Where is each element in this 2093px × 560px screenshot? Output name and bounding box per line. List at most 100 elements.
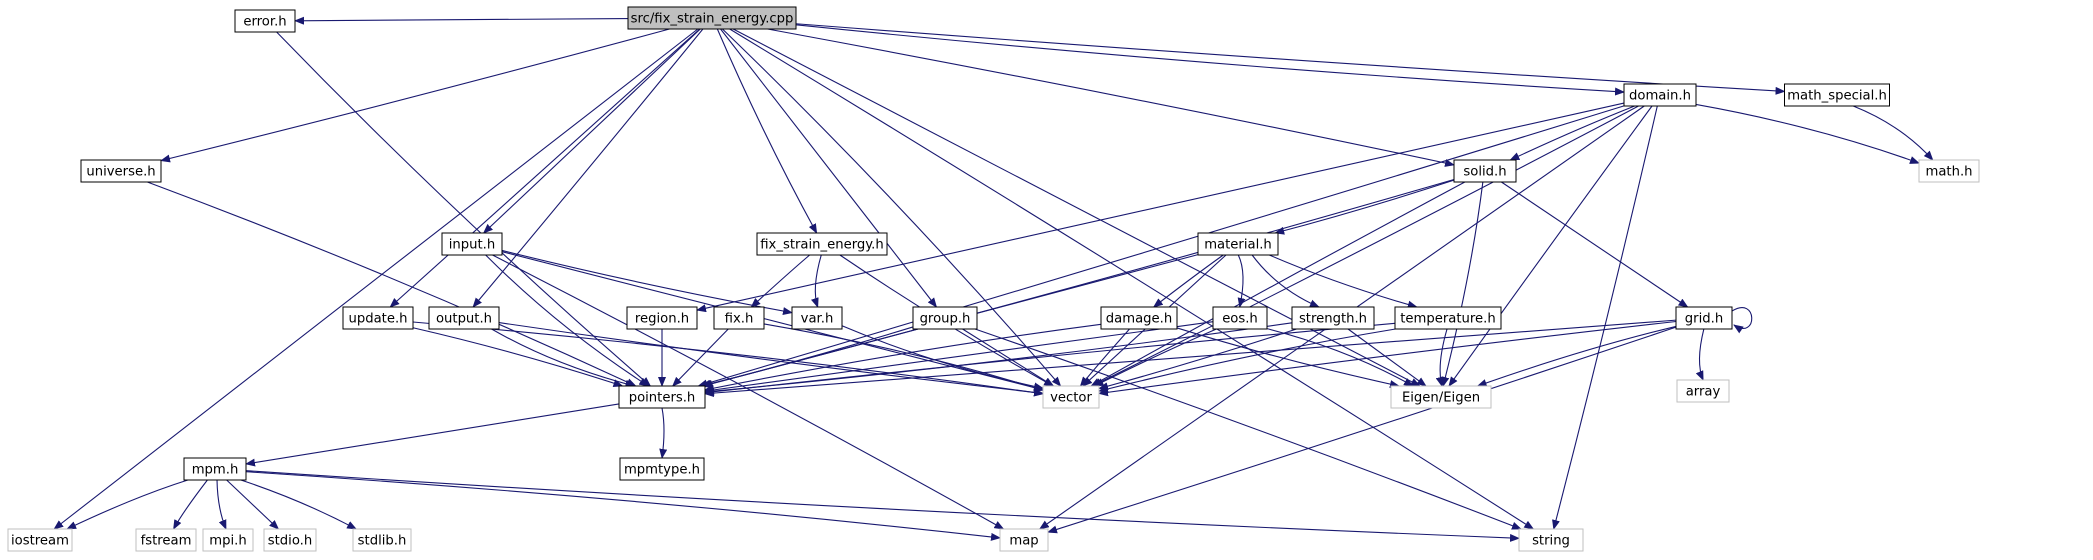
node-fix-strain-energy-h[interactable]: fix_strain_energy.h — [756, 232, 888, 256]
edge-mpm_h-to-stdlib_h — [240, 479, 358, 530]
node-update-h[interactable]: update.h — [342, 306, 414, 330]
node-pointers-h[interactable]: pointers.h — [618, 385, 706, 409]
node-box — [1291, 306, 1375, 330]
node-domain-h[interactable]: domain.h — [1623, 83, 1697, 107]
node-label: Eigen/Eigen — [1402, 391, 1480, 406]
node-damage-h[interactable]: damage.h — [1100, 306, 1178, 330]
node-input-h[interactable]: input.h — [441, 232, 503, 256]
edge-solid_h-to-vector — [1090, 181, 1466, 387]
edge-fix_strain_energy_cpp-to-fix_strain_energy_h — [716, 28, 818, 234]
node-map: map — [999, 528, 1049, 552]
node-box — [428, 306, 500, 330]
node-fstream: fstream — [135, 528, 197, 552]
node-iostream: iostream — [7, 528, 73, 552]
node-label: error.h — [243, 15, 286, 30]
node-label: vector — [1050, 391, 1092, 406]
node-strength-h[interactable]: strength.h — [1291, 306, 1375, 330]
node-box — [441, 232, 503, 256]
edge-fix_strain_energy_cpp-to-domain_h — [795, 24, 1625, 96]
edge-temperature_h-to-pointers_h — [704, 322, 1396, 396]
node-box — [1390, 385, 1492, 409]
node-box — [352, 528, 412, 552]
node-label: mpmtype.h — [624, 463, 700, 478]
node-universe-h[interactable]: universe.h — [80, 159, 162, 183]
node-box — [342, 306, 414, 330]
node-math-special-h[interactable]: math_special.h — [1784, 83, 1890, 107]
edge-mpm_h-to-stdio_h — [226, 479, 280, 530]
edge-pointers_h-to-mpm_h — [245, 403, 620, 467]
node-eos-h[interactable]: eos.h — [1212, 306, 1268, 330]
node-grid-h[interactable]: grid.h — [1675, 306, 1733, 330]
edge-solid_h-to-material_h — [1274, 179, 1455, 235]
edge-mpm_h-to-string — [245, 470, 1520, 542]
edge-temperature_h-to-vector — [1098, 328, 1396, 393]
edge-material_h-to-damage_h — [1152, 254, 1224, 308]
node-label: string — [1532, 534, 1570, 549]
edge-eos_h-to-eigen — [1266, 328, 1414, 387]
edge-input_h-to-var_h — [501, 249, 793, 315]
node-box — [1676, 379, 1730, 403]
edge-domain_h-to-vector — [1091, 105, 1639, 387]
edge-fix_strain_energy_cpp-to-string — [729, 28, 1535, 530]
node-box — [135, 528, 197, 552]
edge-fix_strain_energy_cpp-to-eigen — [732, 28, 1421, 387]
edge-domain_h-to-string — [1552, 105, 1658, 530]
edge-solid_h-to-eigen — [1441, 181, 1484, 387]
edge-eos_h-to-pointers_h — [704, 321, 1214, 394]
node-label: eos.h — [1222, 312, 1258, 327]
node-box — [912, 306, 978, 330]
node-material-h[interactable]: material.h — [1197, 232, 1279, 256]
node-mpmtype-h[interactable]: mpmtype.h — [619, 457, 705, 481]
node-fix-strain-energy-cpp[interactable]: src/fix_strain_energy.cpp — [627, 6, 797, 30]
node-group-h[interactable]: group.h — [912, 306, 978, 330]
node-box — [626, 306, 698, 330]
edge-damage_h-to-vector — [1079, 328, 1130, 387]
node-box — [1100, 306, 1178, 330]
node-box — [1197, 232, 1279, 256]
edge-fix_strain_energy_cpp-to-iostream — [53, 28, 699, 530]
node-string: string — [1518, 528, 1584, 552]
edge-grid_h-to-vector — [1098, 320, 1677, 397]
node-mpm-h[interactable]: mpm.h — [183, 457, 247, 481]
node-label: group.h — [920, 312, 971, 327]
node-temperature-h[interactable]: temperature.h — [1394, 306, 1502, 330]
node-fix-h[interactable]: fix.h — [713, 306, 765, 330]
edge-fix_strain_energy_cpp-to-group_h — [720, 28, 938, 308]
edge-mpm_h-to-iostream — [66, 479, 189, 530]
node-box — [1518, 528, 1584, 552]
edge-strength_h-to-vector — [1098, 328, 1297, 391]
node-label: src/fix_strain_energy.cpp — [631, 12, 794, 27]
edge-mpm_h-to-mpi_h — [216, 479, 227, 530]
node-label: stdio.h — [268, 534, 312, 549]
node-label: universe.h — [86, 165, 155, 180]
node-box — [1784, 83, 1890, 107]
node-box — [234, 9, 296, 33]
edge-grid_h-to-pointers_h — [704, 319, 1677, 398]
node-box — [1212, 306, 1268, 330]
edge-mpm_h-to-fstream — [173, 479, 208, 530]
edge-domain_h-to-solid_h — [1509, 105, 1635, 161]
edge-group_h-to-vector — [962, 328, 1055, 387]
node-var-h[interactable]: var.h — [791, 306, 843, 330]
node-region-h[interactable]: region.h — [626, 306, 698, 330]
node-label: fix_strain_energy.h — [760, 238, 883, 253]
node-label: solid.h — [1463, 165, 1506, 180]
node-solid-h[interactable]: solid.h — [1453, 159, 1517, 183]
edge-fix_strain_energy_cpp-to-error_h — [294, 16, 629, 25]
node-stdlib-h: stdlib.h — [352, 528, 412, 552]
edge-fix_strain_energy_cpp-to-vector — [722, 28, 1062, 387]
edge-grid_h-to-map — [1047, 326, 1677, 534]
node-label: domain.h — [1629, 89, 1691, 104]
edge-damage_h-to-eigen — [1176, 327, 1400, 388]
node-label: output.h — [436, 312, 492, 327]
edge-temperature_h-to-eigen — [1435, 328, 1448, 387]
edge-fix_h-to-pointers_h — [672, 328, 729, 387]
edge-output_h-to-vector — [498, 322, 1044, 397]
node-output-h[interactable]: output.h — [428, 306, 500, 330]
node-label: array — [1686, 385, 1721, 400]
edge-fix_strain_energy_cpp-to-update_h — [389, 28, 701, 308]
node-mpi-h: mpi.h — [202, 528, 254, 552]
node-label: strength.h — [1299, 312, 1367, 327]
node-error-h[interactable]: error.h — [234, 9, 296, 33]
edge-update_h-to-pointers_h — [412, 327, 624, 387]
